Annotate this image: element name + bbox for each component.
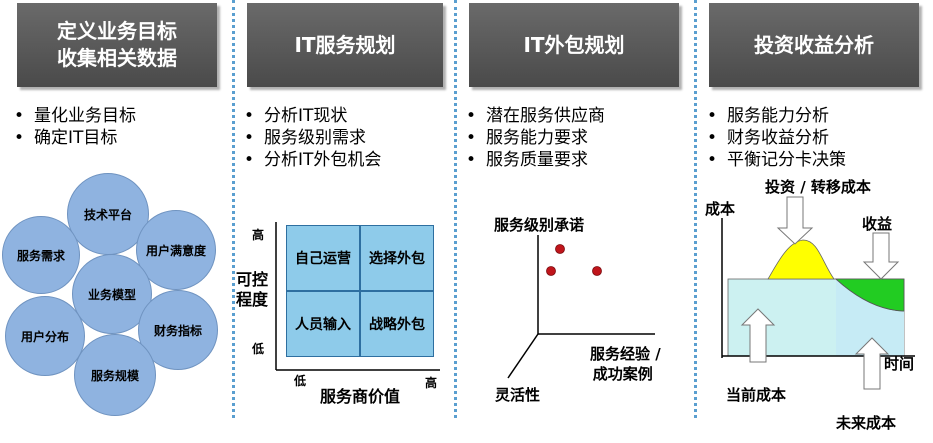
supplier-dot (592, 266, 602, 276)
circle-user-satisfaction: 用户满意度 (136, 210, 216, 290)
axis-label-service-level: 服务级别承诺 (494, 216, 585, 234)
bullet-item: 服务能力分析 (703, 105, 846, 127)
matrix-x-high: 高 (425, 376, 438, 390)
bullet-list-it-outsource-planning: 潜在服务供应商 服务能力要求 服务质量要求 (462, 105, 605, 171)
bullet-item: 确定IT目标 (10, 127, 136, 149)
benefit-area (834, 278, 905, 312)
header-line: 定义业务目标 (57, 19, 177, 43)
panel-header-it-outsource-planning: IT外包规划 (469, 3, 679, 87)
circle-label: 服务需求 (16, 248, 65, 263)
header-line: 投资收益分析 (754, 32, 874, 57)
matrix-cell-strategic-outsource: 战略外包 (360, 291, 434, 357)
supplier-dot (546, 266, 556, 276)
axis-label-experience: 服务经验 / 成功案例 (590, 344, 661, 384)
header-line: 收集相关数据 (57, 46, 177, 70)
header-line: IT服务规划 (294, 32, 396, 57)
header-line: IT外包规划 (523, 32, 625, 57)
circle-label: 业务模型 (87, 287, 136, 302)
matrix-x-low: 低 (294, 374, 307, 388)
matrix-cell-label: 自己运营 (295, 251, 351, 267)
matrix-y-label-line: 可控 (236, 270, 269, 289)
bullet-list-it-service-planning: 分析IT现状 服务级别需求 分析IT外包机会 (240, 105, 381, 171)
bullet-item: 量化业务目标 (10, 105, 136, 127)
benefit-arrow-icon (862, 232, 900, 280)
matrix-cell-label: 选择外包 (369, 251, 425, 267)
future-cost-area (836, 279, 904, 356)
matrix-y-low: 低 (252, 342, 265, 356)
chart-investment-label: 投资 / 转移成本 (765, 178, 871, 196)
circle-label: 财务指标 (153, 323, 202, 338)
matrix-cell-label: 人员输入 (295, 317, 351, 333)
circle-label: 技术平台 (83, 207, 132, 222)
matrix-x-label: 服务商价值 (320, 387, 401, 406)
investment-arrow-icon (776, 196, 814, 245)
panel-header-it-service-planning: IT服务规划 (247, 3, 443, 87)
bullet-item: 潜在服务供应商 (462, 105, 605, 127)
bullet-item: 财务收益分析 (703, 127, 846, 149)
matrix-cell-choose-outsource: 选择外包 (360, 225, 434, 291)
matrix-y-high: 高 (252, 228, 265, 242)
circle-label: 用户分布 (20, 329, 69, 344)
future-cost-arrow-icon (854, 337, 890, 390)
panel-header-define-goals: 定义业务目标 收集相关数据 (17, 3, 217, 87)
circle-user-distribution: 用户分布 (5, 296, 85, 376)
circle-label: 用户满意度 (145, 243, 206, 258)
supplier-dot (555, 244, 565, 254)
matrix-cell-self-operate: 自己运营 (286, 225, 360, 291)
panel-header-investment-analysis: 投资收益分析 (709, 3, 919, 87)
column-divider-2 (454, 0, 457, 418)
chart-y-label-cost: 成本 (705, 200, 736, 218)
axis-label-experience-line: 服务经验 / (590, 345, 661, 363)
chart-benefit-label: 收益 (862, 215, 893, 233)
chart-future-cost-label: 未来成本 (836, 414, 897, 432)
bullet-item: 分析IT外包机会 (240, 149, 381, 171)
matrix-cell-label: 战略外包 (369, 317, 425, 333)
investment-hump (767, 239, 835, 280)
circle-label: 服务规模 (90, 368, 139, 383)
column-divider-1 (232, 0, 235, 418)
bullet-item: 平衡记分卡决策 (703, 149, 846, 171)
column-divider-3 (694, 0, 697, 418)
bullet-item: 服务质量要求 (462, 149, 605, 171)
chart-x-label-time: 时间 (884, 355, 915, 373)
chart-current-cost-label: 当前成本 (726, 386, 787, 404)
matrix-cell-staff-input: 人员输入 (286, 291, 360, 357)
bullet-item: 服务能力要求 (462, 127, 605, 149)
circle-service-scale: 服务规模 (74, 334, 156, 416)
axis-label-experience-line: 成功案例 (592, 365, 653, 383)
current-cost-arrow-icon (740, 308, 776, 363)
matrix-y-label: 可控 程度 (236, 270, 268, 310)
circle-service-demand: 服务需求 (2, 216, 80, 294)
bullet-list-investment-analysis: 服务能力分析 财务收益分析 平衡记分卡决策 (703, 105, 846, 171)
axis-label-flexibility: 灵活性 (495, 386, 541, 404)
bullet-item: 分析IT现状 (240, 105, 381, 127)
circle-tech-platform: 技术平台 (67, 173, 149, 255)
bullet-list-define-goals: 量化业务目标 确定IT目标 (10, 105, 136, 149)
matrix-y-label-line: 程度 (236, 290, 269, 309)
bullet-item: 服务级别需求 (240, 127, 381, 149)
